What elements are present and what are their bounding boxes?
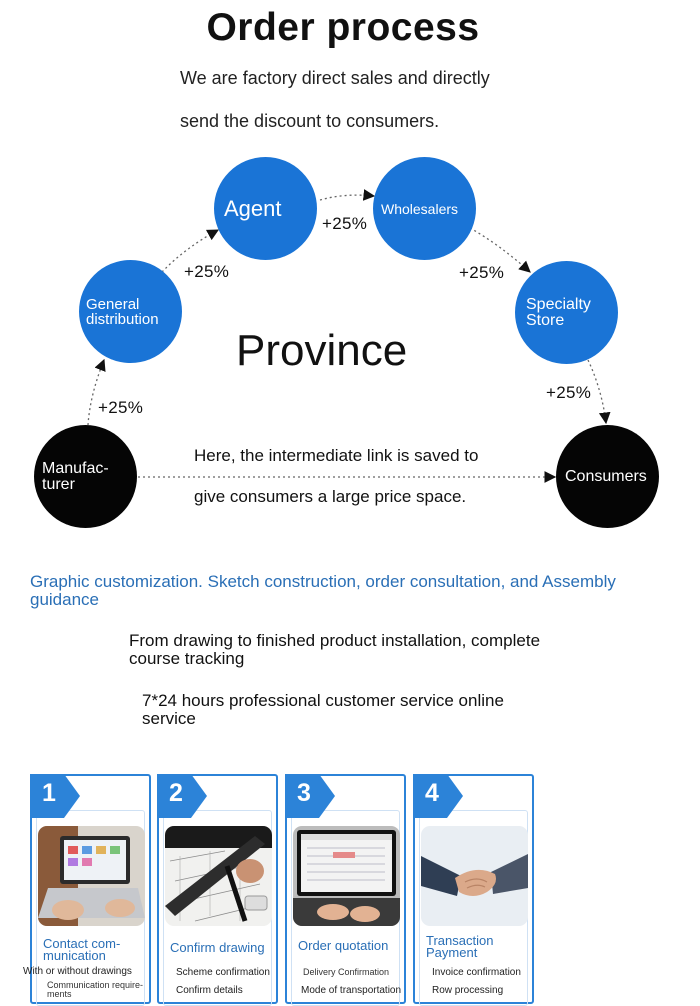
handshake-photo-icon [421,826,528,926]
step-item: Mode of transportation [301,985,402,996]
step-item: With or without drawings [23,966,132,977]
intro-line-2: send the discount to consumers. [180,111,440,131]
connector-general-agent [161,229,220,273]
step-badge [157,774,207,818]
drawing-photo-icon [165,826,272,926]
saving-text-line-1: Here, the intermediate link is saved to [194,446,479,465]
step-title: Contact com- munication [43,936,121,963]
step-title: Transaction Payment [426,933,494,960]
step-card-2: 2 Confirm drawing Scheme confirmation Co… [157,774,278,1006]
services-headline: Graphic customization. Sketch constructi… [30,572,616,609]
node-manufacturer: Manufac- turer [34,425,137,528]
node-agent: Agent [214,157,317,260]
markup-label: +25% [322,214,368,233]
province-label: Province [236,326,408,375]
step-item: Invoice confirmation [432,967,521,978]
connector-wholesalers-specialty [469,227,531,273]
step-badge [413,774,463,818]
node-wholesalers: Wholesalers [373,157,476,260]
quotation-photo-icon [293,826,400,926]
step-item: Delivery Confirmation [303,967,390,977]
markup-label: +25% [98,398,144,417]
step-item: Row processing [432,985,504,996]
page-title: Order process [206,6,480,49]
step-card-4: 4 Transaction Payment Invoice confirmati… [413,774,534,1006]
step-item: Communication require- ments [47,980,144,999]
connector-agent-wholesalers [319,189,376,201]
services-line-2: 7*24 hours professional customer service… [142,691,504,728]
step-card-3: 3 Order quotation Delivery Confirmation … [285,774,406,1006]
node-general-distribution: General distribution [79,260,182,363]
node-specialty-store: Specialty Store [515,261,618,364]
markup-label: +25% [459,263,505,282]
node-consumers: Consumers [556,425,659,528]
intro-line-1: We are factory direct sales and directly [180,68,490,88]
step-item: Confirm details [176,985,243,996]
step-title: Confirm drawing [170,940,265,955]
saving-text-line-2: give consumers a large price space. [194,487,467,506]
flow-connectors [87,189,611,483]
laptop-photo-icon [38,826,145,926]
services-line-1: From drawing to finished product install… [129,631,541,668]
step-title: Order quotation [298,938,389,953]
markup-label: +25% [546,383,592,402]
step-badge [30,774,80,818]
connector-manufacturer-general [87,358,106,426]
connector-specialty-consumers [587,359,611,425]
markup-label: +25% [184,262,230,281]
step-badge [285,774,335,818]
step-item: Scheme confirmation [176,967,270,978]
step-card-1: 1 Contact com- munication With or withou… [23,774,151,1006]
